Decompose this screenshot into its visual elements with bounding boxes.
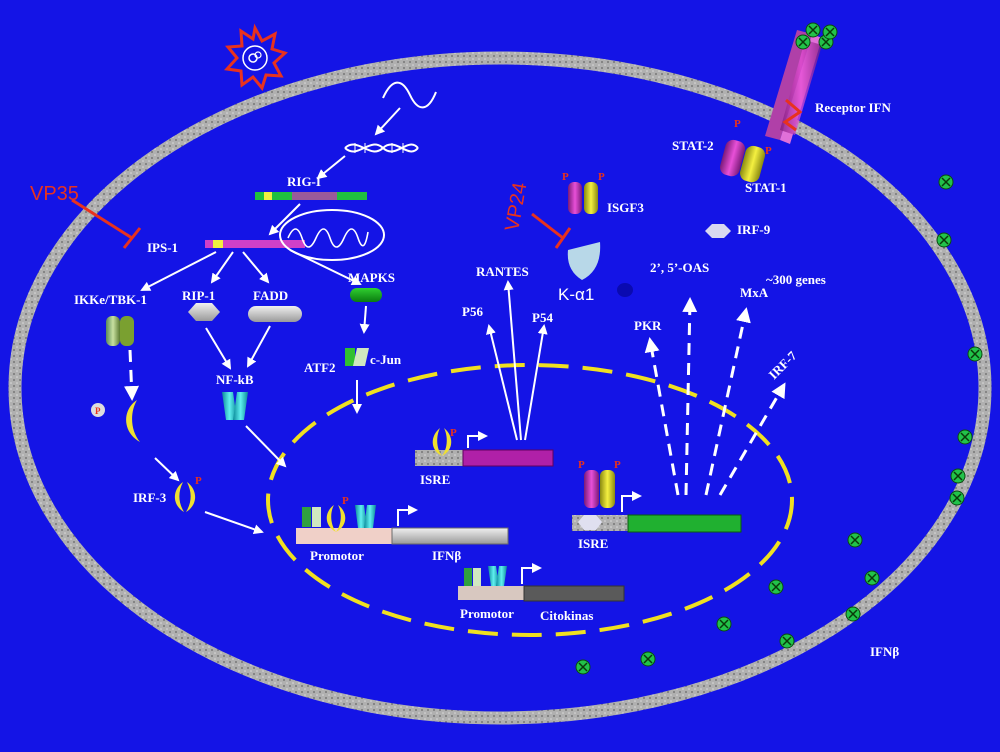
rip-1-label: RIP-1 — [182, 288, 215, 303]
isgf3-label: ISGF3 — [607, 200, 644, 215]
isre-left-label: ISRE — [420, 472, 450, 487]
stat-2-label: STAT-2 — [672, 138, 714, 153]
ifn-particle-icon — [845, 606, 861, 622]
atf2-label: ATF2 — [304, 360, 336, 375]
dna-helix-icon — [344, 143, 419, 153]
nucleus-outline — [266, 363, 794, 637]
karyopherin-label: K-α1 — [558, 285, 594, 304]
citokinas-label: Citokinas — [540, 608, 593, 623]
ifnb-out-label: IFNβ — [870, 644, 899, 659]
ips-1-label: IPS-1 — [147, 240, 178, 255]
irf-3-dimer — [174, 482, 196, 512]
ifn-particles — [575, 22, 983, 675]
fadd-protein — [248, 306, 302, 322]
stat-2-protein — [719, 139, 746, 177]
blue-blob — [617, 283, 633, 297]
ifn-particle-icon — [822, 24, 838, 40]
vp35-inhibitor — [71, 198, 142, 249]
ifn-particle-icon — [805, 22, 821, 38]
p-ifnb-promoter: P — [342, 495, 349, 507]
ifn-particle-icon — [847, 532, 863, 548]
vp24-label: VP24 — [501, 181, 531, 233]
fadd-label: FADD — [253, 288, 288, 303]
rig-i-bar — [255, 192, 367, 200]
rip-1-protein — [188, 303, 220, 321]
isre-left-construct — [415, 428, 554, 467]
dashed-arrows — [124, 297, 786, 496]
ifn-particle-icon — [640, 651, 656, 667]
p-irf3-label: P — [195, 475, 202, 487]
oas-label: 2’, 5’-OAS — [650, 260, 709, 275]
mapks-protein — [350, 288, 382, 302]
irf-3-label: IRF-3 — [133, 490, 167, 505]
vp24-inhibitor — [531, 212, 572, 249]
isgf3-complex — [568, 182, 598, 214]
p-stat2-label: P — [734, 118, 741, 130]
irf-9-protein — [705, 224, 731, 238]
karyopherin-protein — [567, 242, 601, 280]
ifnb-promoter-construct — [296, 505, 509, 545]
irf-3-monomer — [126, 400, 140, 442]
irf-9-label: IRF-9 — [737, 222, 771, 237]
ifn-particle-icon — [779, 633, 795, 649]
diagram-labels: Receptor IFN STAT-2 STAT-1 ISGF3 IRF-9 R… — [30, 100, 899, 659]
ips-1-bar — [205, 240, 305, 248]
ifn-particle-icon — [949, 490, 965, 506]
virus-icon — [223, 23, 288, 92]
p-isre-left: P — [450, 427, 457, 439]
ifn-particle-icon — [768, 579, 784, 595]
promotor-ifn-label: Promotor — [310, 548, 364, 563]
c-jun-label: c-Jun — [370, 352, 402, 367]
ikke-tbk1-label: IKKe/TBK-1 — [74, 292, 147, 307]
ikke-tbk1-protein — [106, 316, 134, 346]
vp35-label: VP35 — [30, 183, 79, 205]
ifn-particle-icon — [938, 174, 954, 190]
mitochondrion-icon — [279, 209, 385, 261]
ifn-particle-icon — [575, 659, 591, 675]
phospho-marker — [91, 403, 105, 417]
ifn-particle-icon — [950, 468, 966, 484]
ifn-particle-icon — [795, 34, 811, 50]
irf-7-label: IRF-7 — [766, 348, 800, 382]
citokinas-promoter-construct — [458, 563, 625, 602]
rantes-label: RANTES — [476, 264, 529, 279]
p56-label: P56 — [462, 304, 483, 319]
viral-rna-icon — [382, 81, 437, 109]
ifn-particle-icon — [716, 616, 732, 632]
ifn-particle-icon — [864, 570, 880, 586]
pkr-label: PKR — [634, 318, 662, 333]
ifn-particle-icon — [936, 232, 952, 248]
ifn-particle-icon — [967, 346, 983, 362]
ifn-receptor — [765, 30, 822, 144]
ifnb-gene-label: IFNβ — [432, 548, 461, 563]
p-isgf3-left: P — [562, 171, 569, 183]
p-isgf3-right: P — [598, 171, 605, 183]
solid-arrows — [140, 107, 548, 535]
isre-right-label: ISRE — [578, 536, 608, 551]
isre-right-construct — [572, 470, 742, 533]
nf-kb-protein — [222, 392, 248, 420]
stat-1-label: STAT-1 — [745, 180, 787, 195]
atf2-cjun-complex — [345, 348, 369, 366]
stat-1-protein — [739, 145, 766, 183]
promotor-cito-label: Promotor — [460, 606, 514, 621]
p54-label: P54 — [532, 310, 553, 325]
mapks-label: MAPKS — [348, 270, 395, 285]
phosphate-p-markers: P P P P P P P P P P — [95, 118, 772, 507]
p-isre-right-a: P — [578, 459, 585, 471]
rig-i-label: RIG-I — [287, 174, 321, 189]
mxa-label: MxA — [740, 285, 769, 300]
p-stat1-label: P — [765, 145, 772, 157]
ifn-particle-icon — [957, 429, 973, 445]
p-phospho-circle: P — [95, 406, 101, 416]
receptor-ifn-label: Receptor IFN — [815, 100, 892, 115]
cell-membrane — [8, 51, 992, 725]
nf-kb-label: NF-kB — [216, 372, 254, 387]
p-isre-right-b: P — [614, 459, 621, 471]
genes-300-label: ~300 genes — [766, 272, 826, 287]
